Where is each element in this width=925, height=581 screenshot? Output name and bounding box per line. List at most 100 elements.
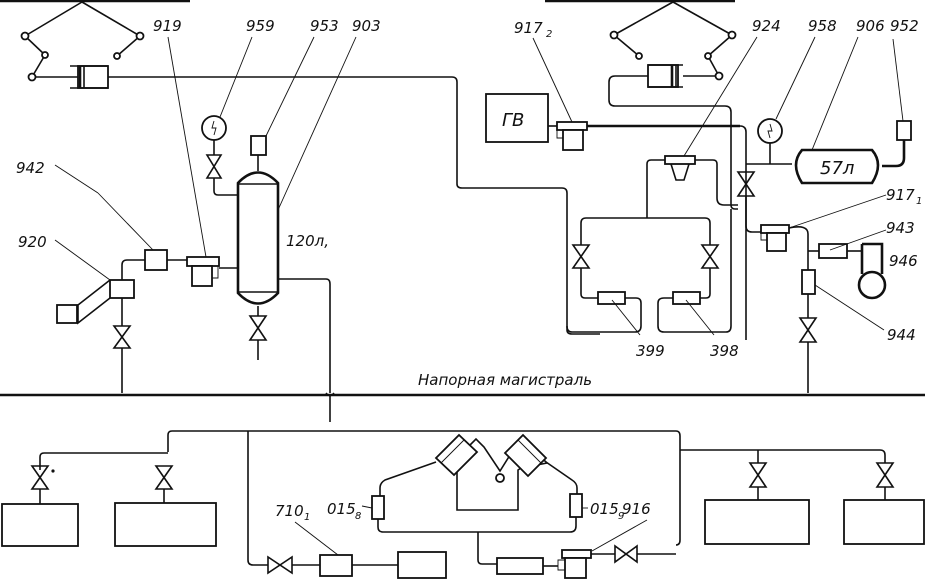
leader-015-8: [361, 505, 373, 509]
pipe-tank-main-line: [278, 278, 331, 393]
label-917-2: 917: [514, 19, 543, 37]
gauge-needle-icon: [211, 120, 217, 136]
tank-120l-volume-label: 120л,: [286, 232, 329, 250]
device-398: [672, 291, 701, 305]
leader-920: [54, 239, 111, 281]
pipe-crossing: [325, 392, 335, 397]
valve-icon: [154, 465, 174, 490]
device-917-2: [556, 121, 588, 151]
valve-icon: [267, 555, 293, 575]
valve-icon: [700, 244, 720, 269]
valve-icon: [248, 315, 268, 341]
device-944: [801, 269, 816, 295]
device-block-b: [496, 557, 544, 575]
label-944: 944: [887, 326, 916, 344]
leader-953: [265, 36, 315, 137]
valve-icon: [571, 244, 591, 269]
leader-399: [611, 299, 641, 336]
device-924: [664, 155, 696, 181]
label-710-1-subscript: 1: [304, 512, 310, 523]
valve-icon: [112, 325, 132, 349]
label-015-8: 015: [327, 500, 356, 518]
right-linkage-mechanism: [609, 1, 737, 81]
label-398: 398: [710, 342, 739, 360]
pipe-bottom-distribution: [167, 430, 681, 546]
right-actuator-cylinder: [647, 64, 716, 88]
pipe-loop-top: [580, 217, 647, 245]
leader-959: [219, 36, 253, 118]
label-942: 942: [16, 159, 45, 177]
label-920: 920: [18, 233, 47, 251]
device-917-1: [760, 224, 790, 252]
leader-398: [685, 299, 715, 336]
pipe-left-cylinder: [108, 76, 600, 335]
v-engine-compressor: [434, 433, 549, 511]
valve-icon: [798, 317, 818, 343]
device-015-9: [569, 493, 583, 518]
device-943: [818, 243, 848, 259]
leader-958: [775, 36, 816, 120]
device-919: [186, 256, 220, 287]
leader-942: [54, 164, 99, 194]
tank-57l-volume-label: 57л: [820, 158, 854, 179]
device-015-8: [371, 495, 385, 520]
device-953: [250, 135, 267, 156]
leader-903: [277, 36, 357, 211]
leader-924: [683, 36, 758, 157]
pipe-right-cylinder: [608, 75, 738, 210]
leader-919: [167, 36, 207, 258]
pipe-952-tank: [882, 140, 906, 168]
pipe-vertical-right: [739, 125, 747, 340]
label-015-8-subscript: 8: [355, 511, 361, 522]
valve-icon: [614, 544, 638, 564]
device-946: [857, 242, 887, 300]
label-906: 906: [856, 17, 885, 35]
label-959: 959: [246, 17, 275, 35]
leader-943: [829, 229, 887, 251]
valve-icon: [736, 171, 756, 197]
leader-906: [811, 36, 859, 151]
tank-57l-906: [794, 148, 880, 185]
label-917-1-subscript: 1: [916, 196, 922, 207]
valve-icon: [205, 154, 223, 179]
gv-label: ГВ: [502, 110, 524, 131]
leader-917-2: [532, 37, 573, 123]
receiver-4: [843, 499, 925, 545]
receiver-2: [114, 502, 217, 547]
device-710-1: [319, 554, 353, 577]
label-919: 919: [153, 17, 182, 35]
label-399: 399: [636, 342, 665, 360]
device-942: [144, 249, 168, 271]
device-399: [597, 291, 626, 305]
pipe-920-942: [121, 259, 145, 280]
label-952: 952: [890, 17, 919, 35]
pipe-924-left: [646, 159, 665, 218]
label-943: 943: [886, 219, 915, 237]
label-953: 953: [310, 17, 339, 35]
pipe-compressor-right: [545, 461, 578, 494]
leader-944: [814, 284, 885, 331]
leader-917-1: [788, 194, 887, 229]
label-903: 903: [352, 17, 381, 35]
valve-icon: [30, 465, 50, 490]
gauge-needle-icon: [767, 123, 773, 139]
pipe-959-tank: [213, 178, 238, 196]
label-924: 924: [752, 17, 781, 35]
leader-916: [591, 519, 648, 552]
label-917-2-subscript: 2: [546, 29, 552, 40]
tank-120l-903: [236, 171, 280, 305]
device-block-a: [397, 551, 447, 579]
label-958: 958: [808, 17, 837, 35]
pipe-924-right: [695, 159, 738, 206]
receiver-3: [704, 499, 810, 545]
pipe-compressor-left: [379, 461, 437, 496]
label-015-9-subscript: 9: [618, 511, 624, 522]
device-916: [557, 549, 592, 579]
device-952: [896, 120, 912, 141]
label-946: 946: [889, 252, 918, 270]
dot-mark: [51, 469, 55, 473]
left-linkage-mechanism: [20, 1, 145, 82]
label-015-9: 015: [590, 500, 619, 518]
main-line-label: Напорная магистраль: [418, 371, 592, 389]
